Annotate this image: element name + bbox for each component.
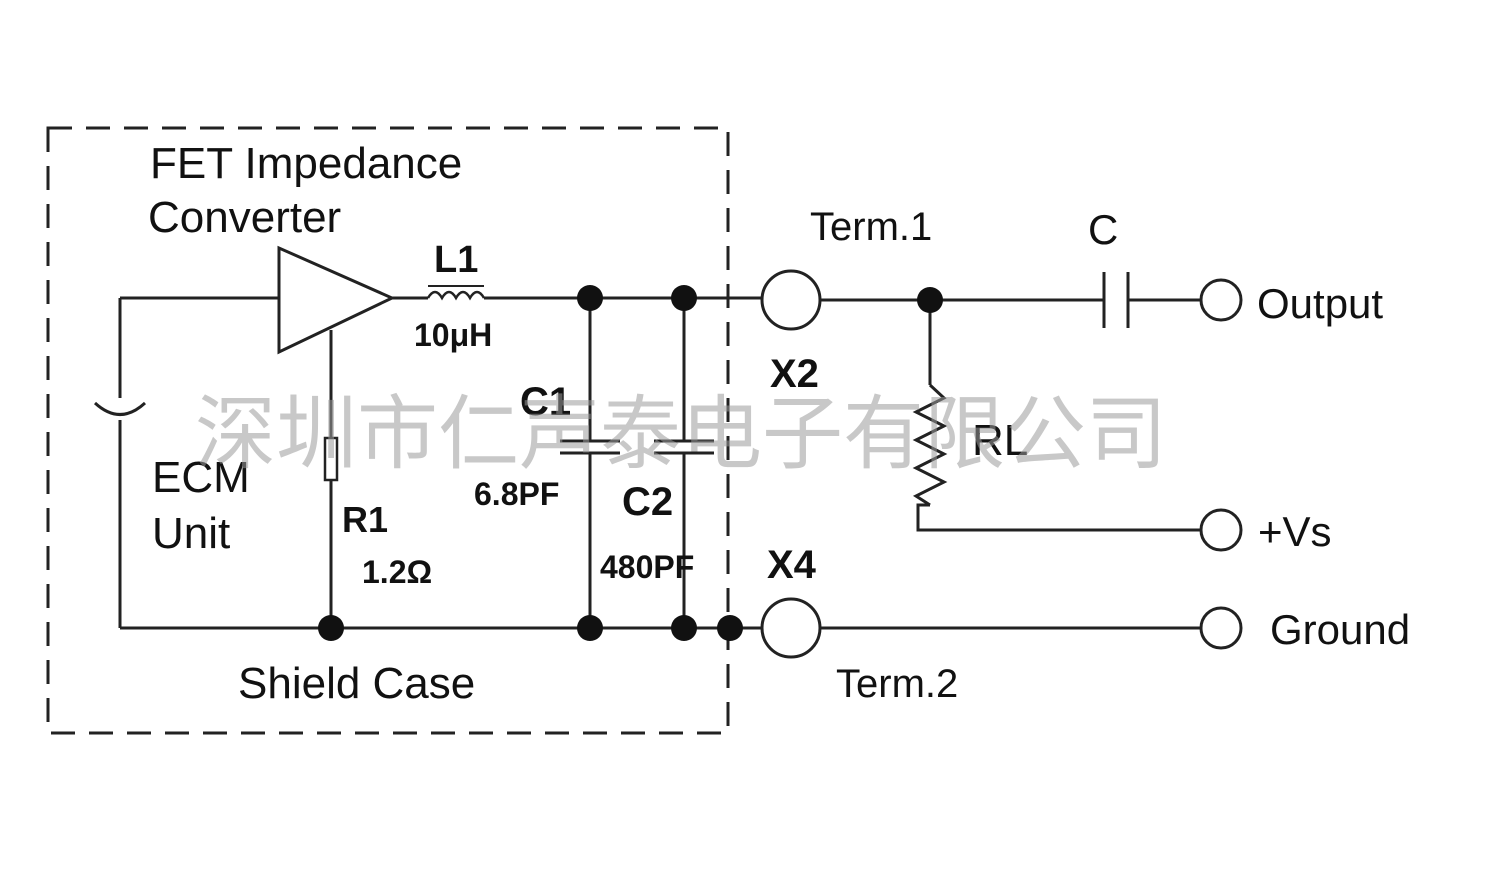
term1-label: Term.1 bbox=[810, 205, 932, 249]
title-line1: FET Impedance bbox=[150, 139, 462, 188]
c2-value: 480PF bbox=[600, 549, 694, 585]
ecm-cap-arc bbox=[93, 401, 147, 416]
inductor-l1 bbox=[426, 290, 486, 301]
terminal-vs bbox=[1199, 508, 1243, 552]
fet-amplifier bbox=[277, 245, 396, 355]
vs-label: +Vs bbox=[1258, 508, 1332, 555]
c1-name: C1 bbox=[520, 380, 571, 424]
ecm-line1: ECM bbox=[152, 453, 250, 502]
junction-dot bbox=[671, 615, 697, 641]
capacitor-c-label: C bbox=[1088, 206, 1118, 253]
x2-label: X2 bbox=[770, 352, 819, 396]
title-line2: Converter bbox=[148, 193, 341, 242]
r1-value: 1.2Ω bbox=[362, 554, 432, 590]
terminal-output bbox=[1199, 278, 1243, 322]
junction-dot bbox=[671, 285, 697, 311]
shield-case-label: Shield Case bbox=[238, 659, 475, 708]
resistor-rl bbox=[912, 383, 948, 507]
rl-label: RL bbox=[972, 416, 1028, 465]
ground-label: Ground bbox=[1270, 606, 1410, 653]
junction-dot bbox=[577, 615, 603, 641]
r1-name: R1 bbox=[342, 499, 388, 540]
c1-value: 6.8PF bbox=[474, 476, 559, 512]
junction-dot bbox=[917, 287, 943, 313]
c2-name: C2 bbox=[622, 480, 673, 524]
x4-label: X4 bbox=[767, 543, 817, 587]
inductor-name: L1 bbox=[434, 239, 478, 281]
wire-rl-to-vs bbox=[916, 503, 1200, 532]
junction-dot bbox=[318, 615, 344, 641]
ecm-line2: Unit bbox=[152, 509, 230, 558]
term2-label: Term.2 bbox=[836, 662, 958, 706]
junction-dot bbox=[717, 615, 743, 641]
inductor-value: 10μH bbox=[414, 317, 492, 353]
terminal-x4 bbox=[760, 597, 822, 659]
terminal-ground bbox=[1199, 606, 1243, 650]
junction-dot bbox=[577, 285, 603, 311]
watermark: 深圳市仁声泰电子有限公司 bbox=[195, 388, 1167, 482]
output-label: Output bbox=[1257, 280, 1383, 327]
terminal-x2 bbox=[760, 269, 822, 331]
